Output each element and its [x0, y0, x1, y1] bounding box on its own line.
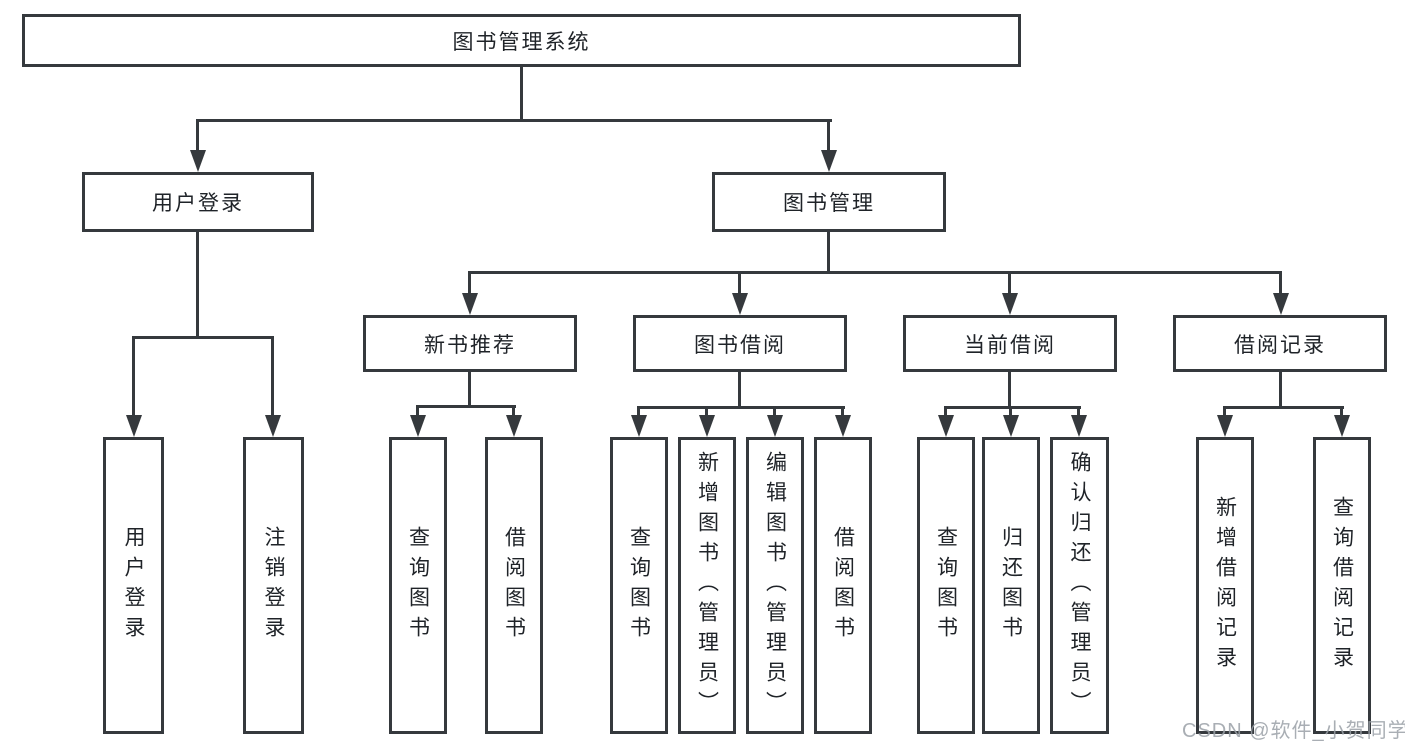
node-borrow-records: 借阅记录	[1173, 315, 1387, 372]
leaf-recommend-borrow-books: 借阅图书	[485, 437, 543, 734]
connector-book-management-stem	[827, 232, 830, 271]
node-book-borrow-label: 图书借阅	[694, 333, 786, 357]
node-book-borrow: 图书借阅	[633, 315, 847, 372]
leaf-records-query-record: 查询借阅记录	[1313, 437, 1371, 734]
node-book-management: 图书管理	[712, 172, 946, 232]
arrowhead-down-icon	[699, 415, 715, 437]
leaf-borrow-query-books: 查询图书	[610, 437, 668, 734]
node-new-book-recommend-label: 新书推荐	[424, 333, 516, 357]
connector-user-login-rail	[132, 336, 274, 339]
arrowhead-down-icon	[462, 293, 478, 315]
arrowhead-down-icon	[767, 415, 783, 437]
node-user-login-label: 用户登录	[152, 192, 244, 215]
leaf-records-add-record-label: 新增借阅记录	[1213, 495, 1237, 676]
arrowhead-down-icon	[821, 150, 837, 172]
leaf-logout-label: 注销登录	[262, 525, 285, 646]
connector-root-stem	[520, 67, 523, 119]
leaf-current-confirm-return-label: 确认归还（管理员）	[1068, 450, 1091, 721]
node-root: 图书管理系统	[22, 14, 1021, 67]
connector-drop-borrow-edit	[773, 406, 776, 417]
node-current-borrow: 当前借阅	[903, 315, 1117, 372]
csdn-watermark: CSDN @软件_小贺同学	[1182, 720, 1405, 742]
connector-drop-records-query	[1340, 406, 1343, 417]
leaf-recommend-query-books: 查询图书	[389, 437, 447, 734]
leaf-borrow-add-books: 新增图书（管理员）	[678, 437, 736, 734]
leaf-current-return-books-label: 归还图书	[999, 525, 1023, 646]
connector-root-rail	[196, 119, 832, 122]
node-new-book-recommend: 新书推荐	[363, 315, 577, 372]
connector-drop-user-login	[196, 119, 199, 152]
leaf-user-login: 用户登录	[103, 437, 164, 734]
leaf-borrow-edit-books-label: 编辑图书（管理员）	[763, 450, 787, 721]
node-current-borrow-label: 当前借阅	[964, 333, 1056, 357]
connector-drop-book-borrow	[738, 271, 741, 295]
node-book-management-label: 图书管理	[783, 192, 875, 215]
arrowhead-down-icon	[938, 415, 954, 437]
connector-drop-new-book-recommend	[468, 271, 471, 295]
arrowhead-down-icon	[265, 415, 281, 437]
node-user-login: 用户登录	[82, 172, 314, 232]
arrowhead-down-icon	[1273, 293, 1289, 315]
arrowhead-down-icon	[1002, 293, 1018, 315]
connector-drop-current-query	[944, 406, 947, 417]
leaf-logout: 注销登录	[243, 437, 304, 734]
connector-book-management-rail	[468, 271, 1282, 274]
connector-drop-borrow-query	[637, 406, 640, 417]
connector-drop-current-confirm	[1077, 406, 1080, 417]
leaf-borrow-borrow-books-label: 借阅图书	[831, 525, 855, 646]
connector-current-borrow-stem	[1008, 372, 1011, 406]
leaf-current-return-books: 归还图书	[982, 437, 1040, 734]
connector-borrow-records-stem	[1279, 372, 1282, 406]
connector-new-book-recommend-stem	[468, 372, 471, 405]
arrowhead-down-icon	[190, 150, 206, 172]
leaf-records-query-record-label: 查询借阅记录	[1330, 495, 1354, 676]
leaf-recommend-query-books-label: 查询图书	[406, 525, 430, 646]
leaf-borrow-borrow-books: 借阅图书	[814, 437, 872, 734]
connector-user-login-stem	[196, 232, 199, 336]
leaf-current-confirm-return: 确认归还（管理员）	[1050, 437, 1109, 734]
connector-borrow-records-rail	[1223, 406, 1344, 409]
leaf-borrow-query-books-label: 查询图书	[627, 525, 651, 646]
connector-drop-borrow-records	[1279, 271, 1282, 295]
connector-drop-recommend-borrow	[512, 405, 515, 417]
connector-drop-borrow-add	[705, 406, 708, 417]
connector-book-borrow-rail	[637, 406, 845, 409]
arrowhead-down-icon	[506, 415, 522, 437]
connector-drop-current-borrow	[1008, 271, 1011, 295]
arrowhead-down-icon	[835, 415, 851, 437]
leaf-recommend-borrow-books-label: 借阅图书	[502, 525, 526, 646]
connector-drop-logout-leaf	[271, 336, 274, 417]
leaf-records-add-record: 新增借阅记录	[1196, 437, 1254, 734]
arrowhead-down-icon	[1003, 415, 1019, 437]
arrowhead-down-icon	[410, 415, 426, 437]
arrowhead-down-icon	[1334, 415, 1350, 437]
node-root-label: 图书管理系统	[452, 30, 591, 54]
arrowhead-down-icon	[1217, 415, 1233, 437]
leaf-user-login-label: 用户登录	[122, 525, 145, 646]
leaf-current-query-books: 查询图书	[917, 437, 975, 734]
arrowhead-down-icon	[126, 415, 142, 437]
connector-drop-borrow-borrow	[841, 406, 844, 417]
leaf-current-query-books-label: 查询图书	[934, 525, 958, 646]
node-borrow-records-label: 借阅记录	[1234, 333, 1326, 357]
connector-drop-records-add	[1223, 406, 1226, 417]
connector-drop-book-management	[827, 119, 830, 152]
leaf-borrow-add-books-label: 新增图书（管理员）	[695, 450, 719, 721]
arrowhead-down-icon	[1071, 415, 1087, 437]
connector-drop-recommend-query	[416, 405, 419, 417]
connector-drop-user-login-leaf	[132, 336, 135, 417]
connector-current-borrow-rail	[944, 406, 1081, 409]
leaf-borrow-edit-books: 编辑图书（管理员）	[746, 437, 804, 734]
connector-drop-current-return	[1009, 406, 1012, 417]
arrowhead-down-icon	[631, 415, 647, 437]
connector-book-borrow-stem	[738, 372, 741, 406]
arrowhead-down-icon	[732, 293, 748, 315]
connector-new-book-recommend-rail	[416, 405, 516, 408]
